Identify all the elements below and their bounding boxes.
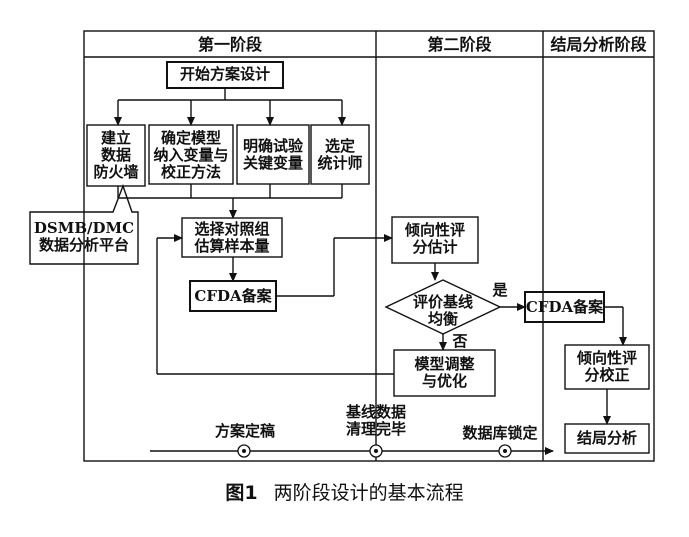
figure-title: 两阶段设计的基本流程 [273, 482, 464, 504]
ps-correct-node: 倾向性评 分校正 [576, 349, 637, 384]
yes-label: 是 [492, 281, 508, 299]
phase-1-header: 第一阶段 [197, 35, 262, 54]
outcome-node: 结局分析 [576, 429, 637, 447]
figure-caption: 图1 两阶段设计的基本流程 [0, 478, 689, 505]
diagram-frame [83, 30, 655, 462]
cfda-filing-node-1: CFDA备案 [194, 287, 272, 305]
choose-control-node: 选择对照组 估算样本量 [194, 220, 270, 255]
start-design-node: 开始方案设计 [179, 65, 270, 83]
ps-estimate-node: 倾向性评 分估计 [404, 221, 465, 256]
milestone-label-2: 基线数据 清理完毕 [345, 403, 406, 438]
cfda-filing-node-2: CFDA备案 [525, 298, 604, 316]
model-vars-node: 确定模型 纳入变量与 校正方法 [153, 129, 229, 181]
milestone-label-3: 数据库锁定 [462, 424, 538, 442]
phase-2-header: 第二阶段 [427, 35, 492, 54]
platform-callout: DSMB/DMC 数据分析平台 [33, 219, 135, 254]
phase-3-header: 结局分析阶段 [550, 35, 647, 54]
model-adjust-node: 模型调整 与优化 [414, 355, 475, 390]
key-vars-node: 明确试验 关键变量 [242, 137, 303, 172]
eval-balance-node: 评价基线 均衡 [412, 293, 473, 328]
figure-number: 图1 [225, 482, 258, 504]
milestone-label-1: 方案定稿 [214, 422, 275, 440]
firewall-node: 建立 数据 防火墙 [93, 129, 139, 181]
statistician-node: 选定 统计师 [317, 137, 363, 172]
no-label: 否 [452, 332, 468, 350]
